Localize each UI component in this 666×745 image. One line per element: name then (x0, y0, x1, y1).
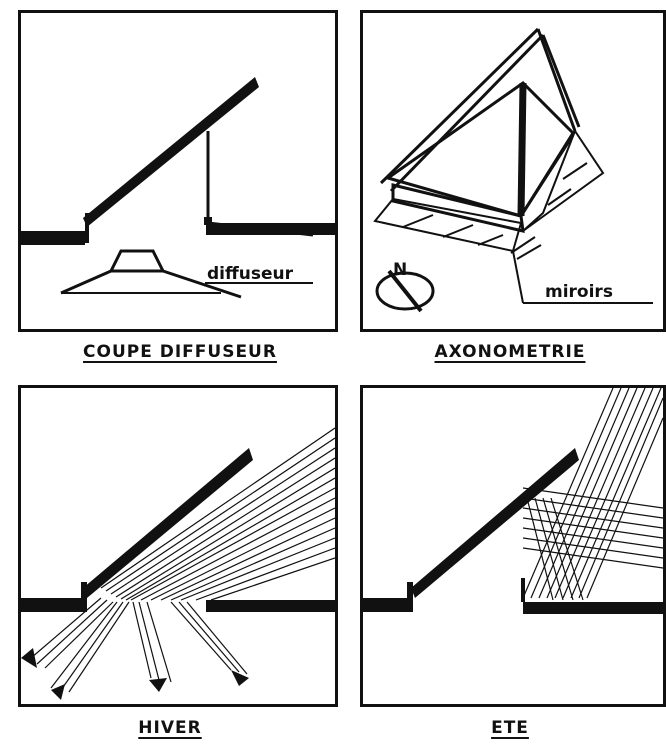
panel-ete (360, 385, 666, 707)
sloped-glazing (83, 77, 259, 227)
sloped-glazing (83, 448, 253, 598)
panel-axonometrie: N miroirs (360, 10, 666, 332)
mirror-plane-side (522, 128, 605, 232)
mirror-plane-front (373, 197, 523, 253)
caption-hiver: HIVER (138, 718, 202, 738)
caption-axonometrie: AXONOMETRIE (434, 342, 586, 362)
annotation-diffuseur: diffuseur (207, 264, 294, 284)
compass-letter: N (393, 260, 407, 280)
pyramid-face (384, 81, 575, 218)
compass-icon (375, 271, 435, 311)
sloped-glazing (411, 448, 579, 598)
section-drawing: diffuseur (21, 77, 335, 299)
summer-light-drawing (363, 388, 663, 614)
panel-coupe-diffuseur: diffuseur (18, 10, 338, 332)
annotation-miroirs: miroirs (545, 282, 613, 302)
panel-hiver (18, 385, 338, 707)
diffuser-body (108, 249, 166, 273)
caption-coupe-diffuseur: COUPE DIFFUSEUR (83, 342, 277, 362)
caption-ete: ETE (491, 718, 529, 738)
roof-left-slab (21, 213, 89, 243)
winter-light-drawing (21, 427, 335, 700)
axonometric-drawing: N miroirs (373, 27, 653, 313)
